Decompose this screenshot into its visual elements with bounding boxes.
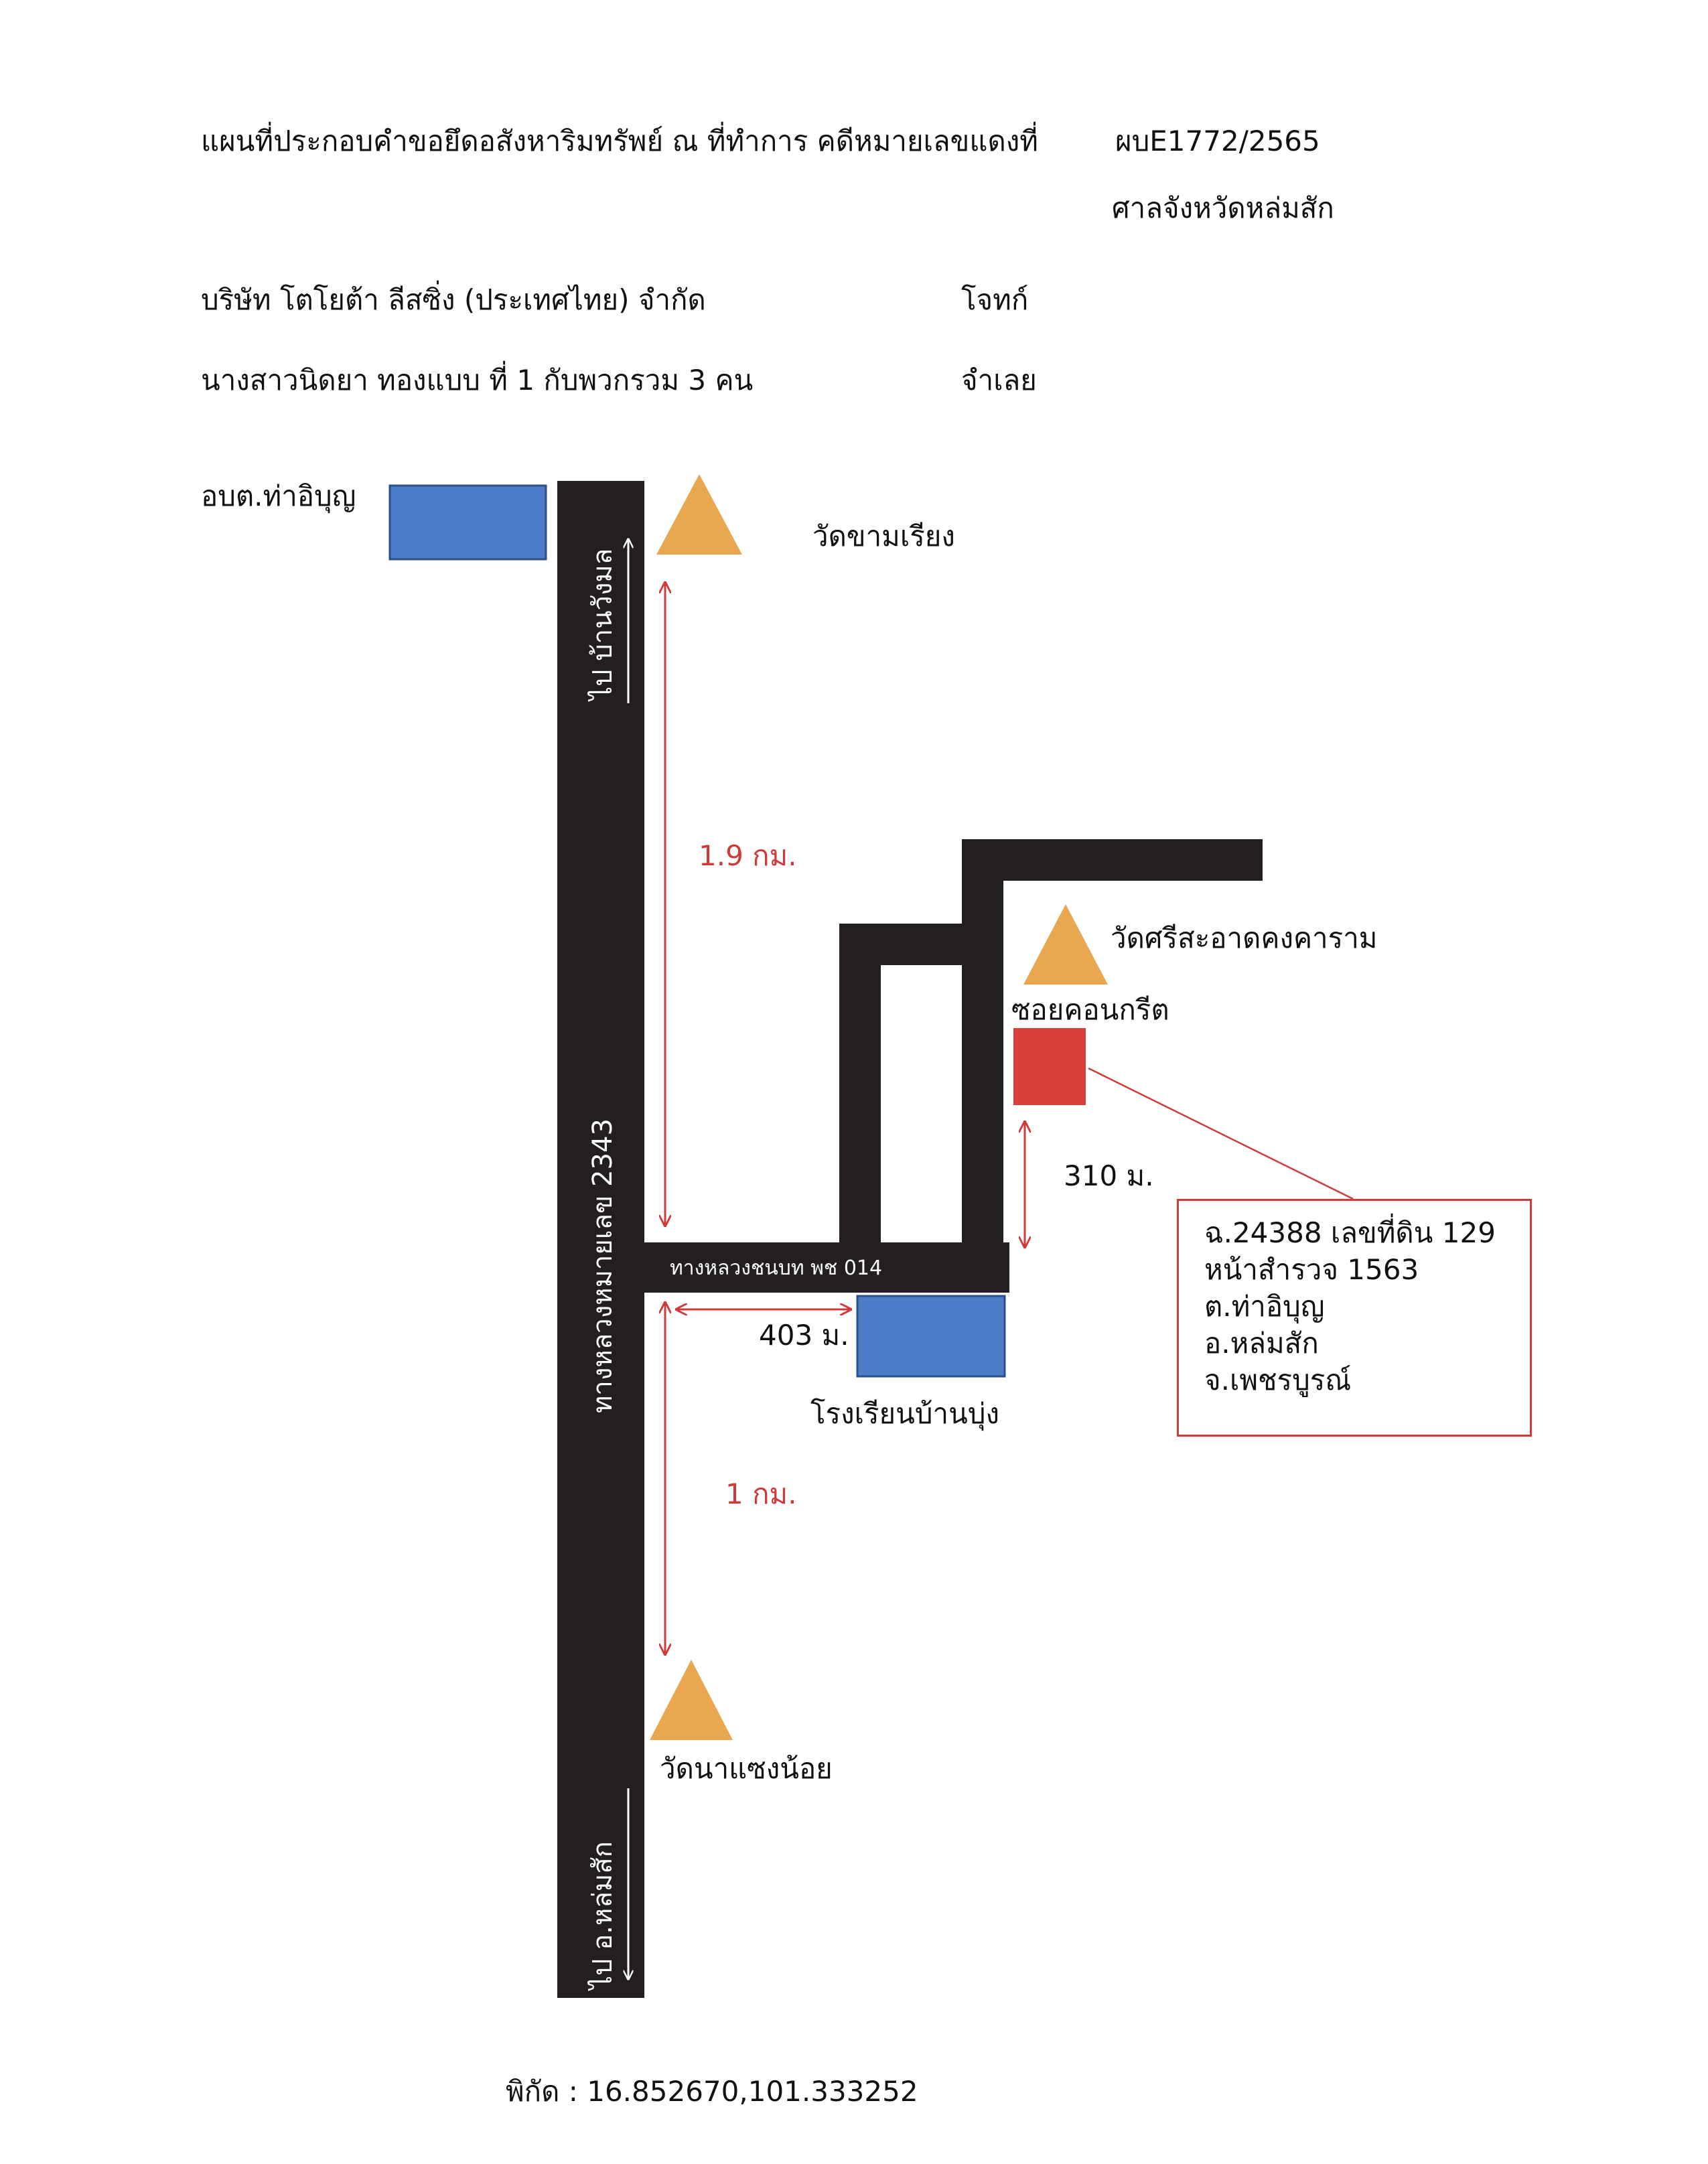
plaintiff-name: บริษัท โตโยต้า ลีสซิ่ง (ประเทศไทย) จำกัด (201, 283, 706, 316)
title-deed-line: ฉ.24388 เลขที่ดิน 129 (1204, 1216, 1496, 1249)
north-distance-label: 1.9 กม. (699, 839, 797, 872)
province-line: จ.เพชรบูรณ์ (1204, 1364, 1352, 1396)
wat-na-saeng-label: วัดนาแซงน้อย (660, 1752, 833, 1785)
side-road-label: ทางหลวงชนบท พช 014 (670, 1256, 882, 1280)
to-south-label: ไป อ.หล่มสัก (587, 1841, 618, 1991)
main-highway (557, 481, 644, 1998)
district-line: อ.หล่มสัก (1204, 1327, 1319, 1360)
wat-na-saeng-marker (650, 1660, 733, 1740)
property-details-callout: ฉ.24388 เลขที่ดิน 129 หน้าสำรวจ 1563 ต.ท… (1177, 1199, 1532, 1437)
soi-distance-label: 310 ม. (1064, 1159, 1154, 1192)
loop-road (839, 924, 979, 1242)
school-label: โรงเรียนบ้านบุ่ง (810, 1397, 999, 1431)
callout-leader-line (1088, 1067, 1354, 1200)
soi-label: ซอยคอนกรีต (1011, 993, 1169, 1026)
side-distance-label: 403 ม. (759, 1319, 849, 1352)
plaintiff-role: โจทก์ (961, 283, 1029, 316)
concrete-soi-road (962, 839, 1263, 1267)
to-north-label: ไป บ้านวังมล (587, 549, 618, 702)
map-title: แผนที่ประกอบคำขอยึดอสังหาริมทรัพย์ ณ ที่… (201, 125, 1038, 157)
wat-si-saat-label: วัดศรีสะอาดคงคาราม (1111, 922, 1377, 954)
wat-si-saat-marker (1023, 904, 1108, 985)
sao-label: อบต.ท่าอิบุญ (201, 480, 356, 514)
case-number: ผบE1772/2565 (1115, 125, 1320, 157)
sao-office-marker (388, 484, 547, 561)
court-name: ศาลจังหวัดหล่มสัก (1112, 192, 1334, 224)
wat-kham-riang-label: วัดขามเรียง (812, 520, 955, 553)
wat-kham-riang-marker (656, 474, 742, 555)
survey-page-line: หน้าสำรวจ 1563 (1204, 1253, 1419, 1286)
defendant-name: นางสาวนิดยา ทองแบบ ที่ 1 กับพวกรวม 3 คน (201, 364, 754, 396)
defendant-role: จำเลย (961, 364, 1037, 396)
south-distance-label: 1 กม. (725, 1477, 797, 1510)
rural-road (644, 1242, 1009, 1293)
subdistrict-line: ต.ท่าอิบุญ (1204, 1290, 1325, 1323)
target-property-marker (1013, 1028, 1086, 1105)
main-road-label: ทางหลวงหมายเลข 2343 (587, 1119, 618, 1413)
coordinates-text: พิกัด : 16.852670,101.333252 (506, 2075, 918, 2108)
school-marker (856, 1295, 1006, 1378)
